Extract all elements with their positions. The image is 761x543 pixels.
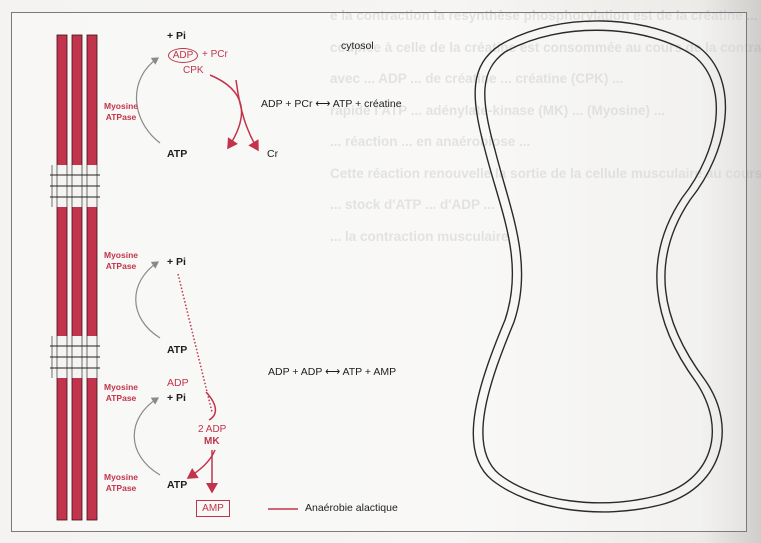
fiber-bar (56, 34, 68, 521)
red-arrows (177, 74, 298, 510)
myosine-atpase-label-3: Myosine ATPase (104, 382, 138, 404)
myosine-atpase-label-1: Myosine ATPase (104, 101, 138, 123)
z-lines (50, 174, 100, 369)
atp-label-3: ATP (167, 479, 188, 491)
two-adp-label: 2 ADP (198, 424, 227, 435)
bleed-through-text: e la contraction la resynthèse phosphory… (330, 0, 761, 270)
myosine-atpase-label-4: Myosine ATPase (104, 472, 138, 494)
cpk-arrow-cr (235, 79, 259, 152)
mk-arrow-down (186, 449, 216, 479)
cpk-label: CPK (183, 65, 204, 76)
dotted-link (177, 273, 213, 413)
hydrolysis-arrow (135, 261, 161, 339)
legend-label: Anaérobie alactique (305, 502, 398, 514)
adp-oval: ADP (168, 48, 198, 63)
reaction-cpk: ADP + PCr ⟷ ATP + créatine (261, 98, 402, 110)
myosine-line: Myosine (104, 250, 139, 260)
cell-outer-contour (472, 20, 727, 513)
bleed-line: Cette réaction renouvelle la sortie de l… (330, 165, 761, 181)
bleed-line: ... la contraction musculaire (330, 228, 509, 244)
myosine-line: Myosine (104, 472, 139, 482)
pi-low-label: + Pi (167, 392, 186, 404)
cell-inner-contour (482, 29, 718, 504)
bleed-line: couplée à celle de la créatine est conso… (330, 39, 761, 55)
bleed-line: ... stock d'ATP ... d'ADP ... (330, 197, 495, 212)
pi-mid-label: + Pi (167, 256, 186, 268)
bleed-line: ... réaction ... en anaérobiose ... (330, 134, 531, 149)
muscle-fibers (50, 34, 100, 521)
cytosol-label: cytosol (341, 40, 374, 52)
amp-box: AMP (196, 500, 230, 517)
atpase-line: ATPase (105, 393, 137, 403)
adp-low-label: ADP (167, 377, 189, 389)
hydrolysis-arrow (135, 57, 161, 144)
myosine-line: Myosine (104, 382, 139, 392)
bleed-line: e la contraction la resynthèse phosphory… (330, 8, 758, 23)
fiber-bar (86, 34, 98, 521)
atpase-line: ATPase (105, 261, 137, 271)
atp-label-2: ATP (167, 344, 188, 356)
hydrolysis-arrows (133, 57, 161, 476)
myosine-line: Myosine (104, 101, 139, 111)
mk-label: MK (204, 436, 220, 447)
mk-arrow-atp (205, 391, 217, 421)
myosine-atpase-label-2: Myosine ATPase (104, 250, 138, 272)
cell-outline (472, 20, 727, 513)
atp-label-1: ATP (167, 148, 188, 160)
figure-frame (11, 12, 747, 532)
bleed-line: rapide l'ATP ... adénylate-kinase (MK) .… (330, 102, 666, 118)
atpase-line: ATPase (105, 483, 137, 493)
pi-top-label: + Pi (167, 30, 186, 42)
atpase-line: ATPase (105, 112, 137, 122)
fiber-bar (71, 34, 83, 521)
hydrolysis-arrow (133, 397, 161, 476)
reaction-mk: ADP + ADP ⟷ ATP + AMP (268, 366, 397, 378)
cr-label: Cr (267, 148, 279, 160)
pcr-label: + PCr (202, 49, 228, 60)
